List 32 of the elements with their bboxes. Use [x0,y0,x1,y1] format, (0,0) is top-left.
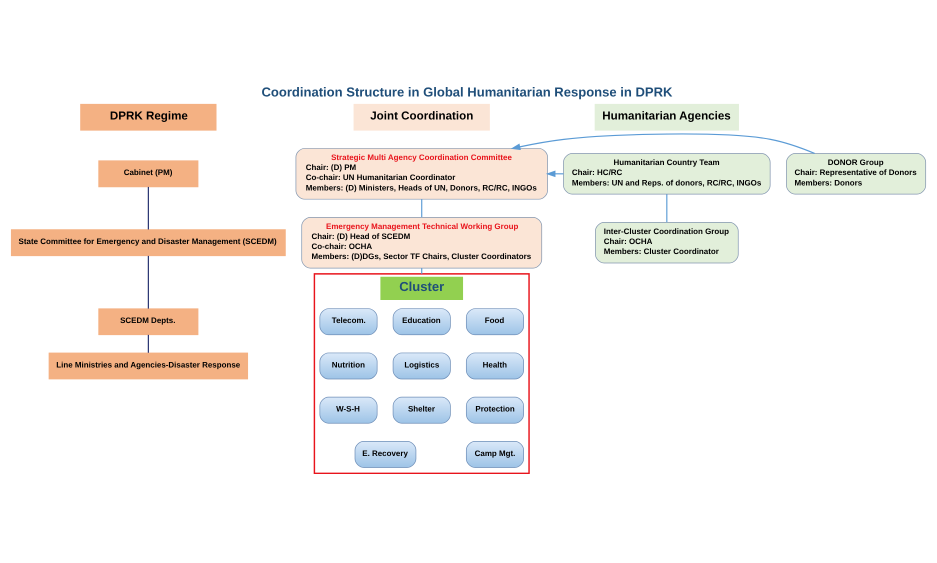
node-box: E. Recovery [354,441,416,468]
node-box: State Committee for Emergency and Disaster Management (SCEDM) [10,229,286,256]
node-box: Inter-Cluster Coordination Group Chair: OCHA Members: Cluster Coordinator [595,222,739,264]
diagram-title: Coordination Structure in Global Humanitarian Response in DPRK [261,84,672,100]
node-box: SCEDM Depts. [98,308,198,336]
connector [666,194,668,222]
node-box: Education [392,308,451,336]
node-box: DONOR Group Chair: Representative of Donors Members: Donors [786,153,926,194]
node-box: Strategic Multi Agency Coordination Committee Chair: (D) PM Co-chair: UN Humanitarian Coordinator Members: (D) Ministers, Heads of UN, Donors, RC/RC, INGOs [296,148,548,200]
node-box: Food [466,308,524,336]
node-box: Protection [466,396,524,424]
node-box: Emergency Management Technical Working Group Chair: (D) Head of SCEDM Co-chair: OCHA Members: (D)DGs, Sector TF Chairs, Cluster Coordinators [301,216,542,268]
connector [148,256,149,309]
connector [148,186,149,230]
node-box: Camp Mgt. [466,441,524,468]
node-box: Logistics [392,352,451,380]
connector [421,268,422,274]
connector [148,334,149,353]
node-box: Health [466,352,524,380]
node-box: Telecom. [319,308,378,336]
node-box: Shelter [392,396,451,424]
node-box: Nutrition [319,352,378,380]
node-box: Line Ministries and Agencies-Disaster Response [48,352,248,380]
arrow [546,170,564,178]
arrow [510,133,815,154]
node-box: DPRK Regime [80,104,217,131]
node-box: W-S-H [319,396,378,424]
connector [421,199,422,218]
node-box: Cabinet (PM) [98,160,198,188]
node-box: Humanitarian Country Team Chair: HC/RC Members: UN and Reps. of donors, RC/RC, INGOs [563,153,771,194]
node-box: Humanitarian Agencies [594,104,739,131]
node-box: Joint Coordination [354,104,490,131]
